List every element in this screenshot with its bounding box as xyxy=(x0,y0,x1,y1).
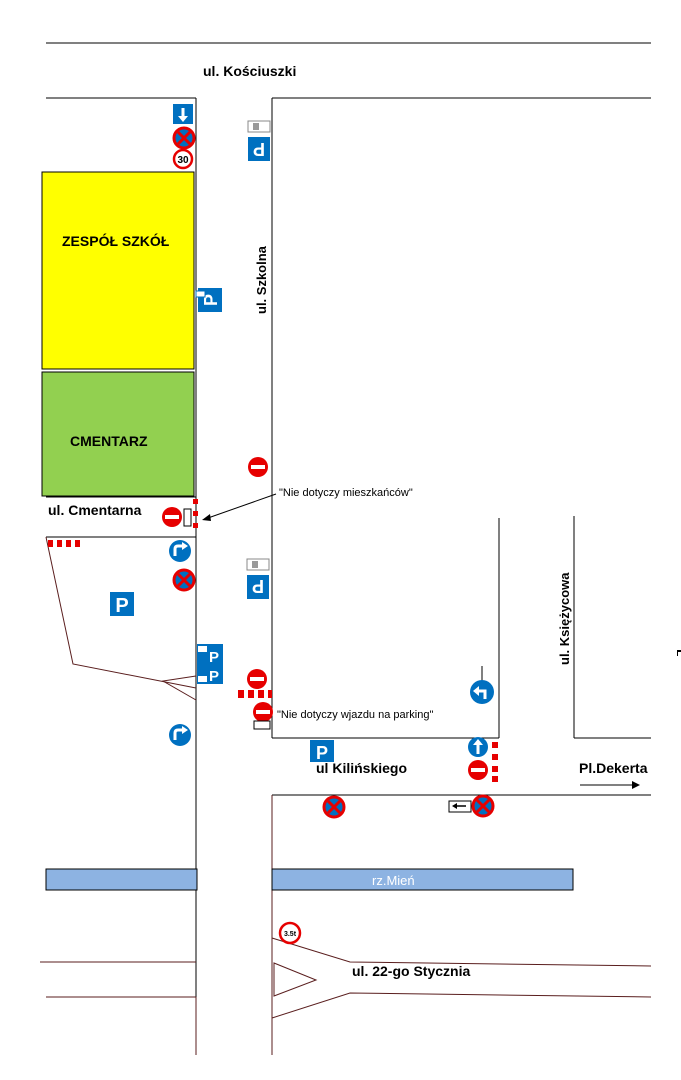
school-area xyxy=(41,171,195,370)
no-entry-sign-cmentarna xyxy=(162,499,198,528)
barrier-stripes-parking xyxy=(238,690,272,698)
no-stopping-left-arrow-sign xyxy=(448,794,495,818)
speed-limit-value: 30 xyxy=(177,155,189,166)
parking-sign-double: P P xyxy=(197,644,223,685)
parking-sign-school: P xyxy=(195,288,222,312)
traffic-island xyxy=(273,962,318,997)
dekerta-direction-arrow xyxy=(580,781,640,789)
styczna-south-edge-east xyxy=(271,992,652,1019)
street-label-szkolna: ul. Szkolna xyxy=(254,245,269,314)
note-residents: "Nie dotyczy mieszkańców" xyxy=(279,487,413,499)
no-stopping-sign-west xyxy=(172,568,196,592)
barrier-stripes-kilinskiego xyxy=(492,742,498,782)
speed-limit-sign: 30 xyxy=(172,148,194,170)
note-residents-arrow xyxy=(202,493,277,521)
weight-limit-sign: 3.5t xyxy=(278,921,302,945)
street-label-kilinskiego: ul Kilińskiego xyxy=(316,760,407,776)
parking-lot-sign: P xyxy=(110,592,134,617)
no-entry-sign-parking-lower xyxy=(253,702,273,730)
parking-letter-top: P xyxy=(253,139,265,159)
road-lines xyxy=(46,42,651,1055)
note-parking: "Nie dotyczy wjazdu na parking" xyxy=(277,709,433,721)
no-stopping-sign-kilinskiego xyxy=(322,795,346,819)
street-label-styczna: ul. 22-go Stycznia xyxy=(352,963,470,979)
parking-letter-lot: P xyxy=(115,595,128,617)
river-segment-west xyxy=(45,868,198,891)
parking-lot-outline xyxy=(45,536,197,689)
street-label-ksiezycowa: ul. Księżycowa xyxy=(557,572,572,665)
parking-letter-school: P xyxy=(201,294,221,306)
styczna-north-edge-east xyxy=(271,937,652,967)
parking-sign-kilinskiego: P xyxy=(310,740,334,763)
weight-limit-value: 3.5t xyxy=(284,931,297,938)
cemetery-area xyxy=(41,371,195,497)
parking-letter-double-top: P xyxy=(209,649,219,666)
river-segment-east xyxy=(271,868,574,891)
street-label-kosciuszki: ul. Kościuszki xyxy=(203,63,296,79)
barrier-stripes-cmentarna xyxy=(48,540,80,547)
area-label-cemetery: CMENTARZ xyxy=(70,433,148,449)
ahead-only-sign xyxy=(466,735,490,759)
parking-letter-szkolna-lower: P xyxy=(252,576,264,596)
no-entry-sign-parking-upper xyxy=(247,669,267,689)
edge-mark xyxy=(677,650,681,656)
area-label-school: ZESPÓŁ SZKÓŁ xyxy=(62,232,170,249)
parking-sign-szkolna-lower: P xyxy=(246,558,270,599)
river-label: rz.Mień xyxy=(372,873,415,888)
no-entry-sign-kilinskiego xyxy=(468,760,488,780)
parking-letter-kilinskiego: P xyxy=(316,743,328,763)
parking-entry-wedge xyxy=(161,675,197,701)
parking-sign-top: P xyxy=(247,120,271,161)
street-label-dekerta: Pl.Dekerta xyxy=(579,760,648,776)
street-label-cmentarna: ul. Cmentarna xyxy=(48,502,142,518)
parking-letter-double-bottom: P xyxy=(209,668,219,685)
road-brown-lines xyxy=(40,536,652,1055)
no-stopping-sign xyxy=(172,126,196,150)
no-entry-sign-szkolna xyxy=(248,457,268,477)
turn-right-sign-lower xyxy=(167,722,193,748)
one-way-down-sign xyxy=(173,104,193,124)
turn-left-sign xyxy=(470,680,494,704)
turn-right-sign-upper xyxy=(167,538,193,564)
